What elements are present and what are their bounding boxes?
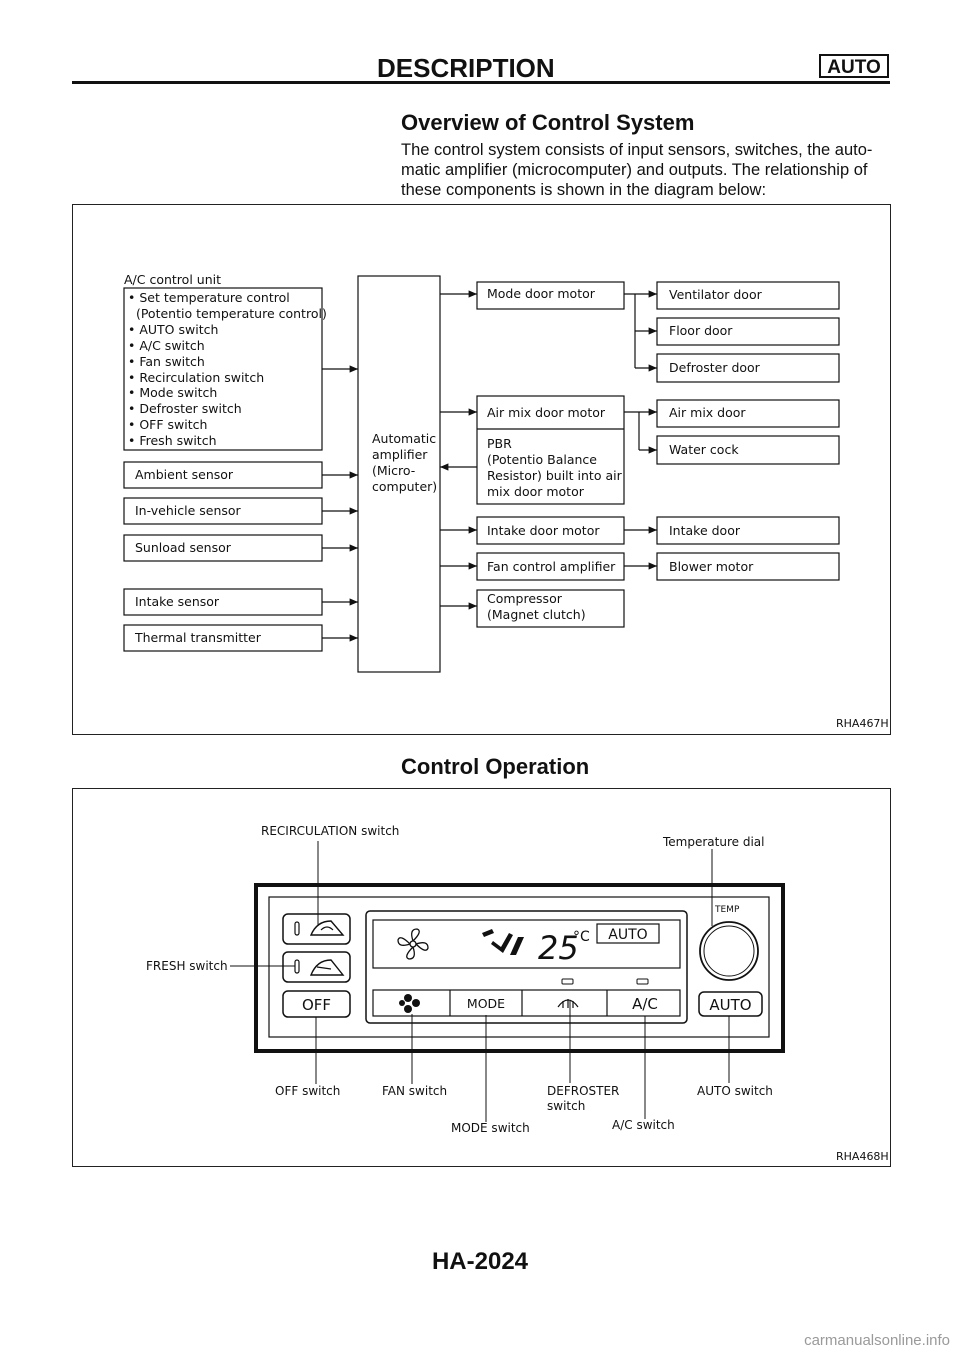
output-label: Blower motor [669,559,754,574]
control-unit-item: • Mode switch [128,385,217,400]
output-box [656,399,840,428]
fan-icon [399,994,420,1013]
pbr-label: PBR [487,436,512,451]
off-button-label: OFF [302,996,331,1014]
control-unit-item: • Recirculation switch [128,370,264,385]
mode-button-label: MODE [467,996,505,1011]
sensor-label: Intake sensor [135,594,220,609]
fan-display-icon [397,928,429,960]
page-header-title: DESCRIPTION [377,53,555,83]
compressor-box [476,589,625,628]
motor-label: Compressor [487,591,563,606]
auto-button-label: AUTO [709,996,751,1014]
ac-indicator-lamp [636,978,649,985]
header-badge: AUTO [819,54,889,78]
figure-ref: RHA468H [836,1150,889,1163]
defroster-indicator-lamp [561,978,574,985]
recirculation-button[interactable] [282,913,351,945]
recirculation-icon [309,920,345,936]
amplifier-label: amplifier [372,447,428,462]
temperature-dial[interactable] [699,921,759,981]
callout-fan-switch: FAN switch [382,1084,447,1098]
amplifier-label: (Micro- [372,463,415,478]
figure-ref: RHA467H [836,717,889,730]
motor-label: (Magnet clutch) [487,607,586,622]
fresh-button[interactable] [282,951,351,983]
motor-label: Fan control amplifier [487,559,616,574]
amplifier-label: Automatic [372,431,436,446]
temp-dial-label: TEMP [714,905,740,915]
page-number: HA-2024 [431,1248,529,1275]
air-mix-motor-box [476,395,625,505]
output-label: Intake door [669,523,741,538]
callout-mode-switch: MODE switch [451,1121,530,1135]
defroster-icon [557,999,579,1008]
fan-button[interactable] [373,990,450,1016]
callout-defroster-switch: DEFROSTER [547,1084,619,1098]
display-temperature: 25 [538,929,579,967]
auto-button[interactable]: AUTO [698,991,763,1017]
paragraph-line: The control system consists of input sen… [401,141,873,159]
control-unit-item: • Set temperature control [128,290,290,305]
output-label: Water cock [669,442,739,457]
panel-svg: OFF 25 °C AUTO [146,824,889,1163]
connector-arrows [322,290,657,642]
motor-label: Mode door motor [487,286,596,301]
lcd-display [372,919,681,969]
header-rule [72,81,890,84]
watermark-link[interactable]: carmanualsonline.info [804,1332,950,1349]
control-system-diagram: A/C control unit • Set temperature contr… [72,204,891,735]
control-unit-item: (Potentio temperature control) [128,306,327,321]
pbr-label: Resistor) built into air [487,468,623,483]
section-paragraph: The control system consists of input sen… [401,140,893,200]
control-unit-label: A/C control unit [124,272,221,287]
paragraph-line: these components is shown in the diagram… [401,181,767,199]
off-button[interactable]: OFF [282,990,351,1018]
output-box [656,281,840,310]
section-title-overview: Overview of Control System [401,110,695,135]
output-label: Air mix door [669,405,746,420]
display-auto-indicator: AUTO [608,927,647,943]
mode-button[interactable]: MODE [450,990,522,1016]
amplifier-label: computer) [372,479,437,494]
control-panel-figure: OFF 25 °C AUTO [72,788,891,1167]
defroster-button[interactable] [522,990,607,1016]
airflow-mode-display-icon [482,929,524,955]
callout-leaders [230,841,730,1122]
control-unit-item: • Fan switch [128,354,205,369]
callout-recirculation-switch: RECIRCULATION switch [261,824,399,838]
callout-ac-switch: A/C switch [612,1118,675,1132]
ac-button[interactable]: A/C [607,990,680,1016]
control-unit-item: • Fresh switch [128,433,217,448]
control-unit-item: • AUTO switch [128,322,218,337]
pbr-label: (Potentio Balance [487,452,597,467]
callout-defroster-switch-2: switch [547,1099,585,1113]
panel-bezel [254,883,785,1053]
sensor-label: Ambient sensor [135,467,234,482]
control-unit-item: • A/C switch [128,338,205,353]
sensor-label: Sunload sensor [135,540,232,555]
motor-label: Intake door motor [487,523,600,538]
sensor-label: In-vehicle sensor [135,503,242,518]
callout-temperature-dial: Temperature dial [662,835,764,849]
callout-fresh-switch: FRESH switch [146,959,228,973]
output-label: Ventilator door [669,287,763,302]
section-title-control-operation: Control Operation [401,754,590,779]
output-label: Floor door [669,323,733,338]
callout-auto-switch: AUTO switch [697,1084,773,1098]
paragraph-line: matic amplifier (microcomputer) and outp… [401,161,868,179]
fresh-air-icon [309,959,345,976]
control-unit-item: • Defroster switch [128,401,242,416]
diagram-svg: A/C control unit • Set temperature contr… [123,272,889,730]
sensor-label: Thermal transmitter [134,630,262,645]
motor-box [476,281,625,310]
pbr-label: mix door motor [487,484,585,499]
motor-label: Air mix door motor [487,405,606,420]
callout-off-switch: OFF switch [275,1084,340,1098]
output-label: Defroster door [669,360,761,375]
display-temperature-unit: °C [573,929,590,945]
ac-button-label: A/C [632,995,658,1013]
control-unit-item: • OFF switch [128,417,207,432]
amplifier-box [357,275,441,673]
